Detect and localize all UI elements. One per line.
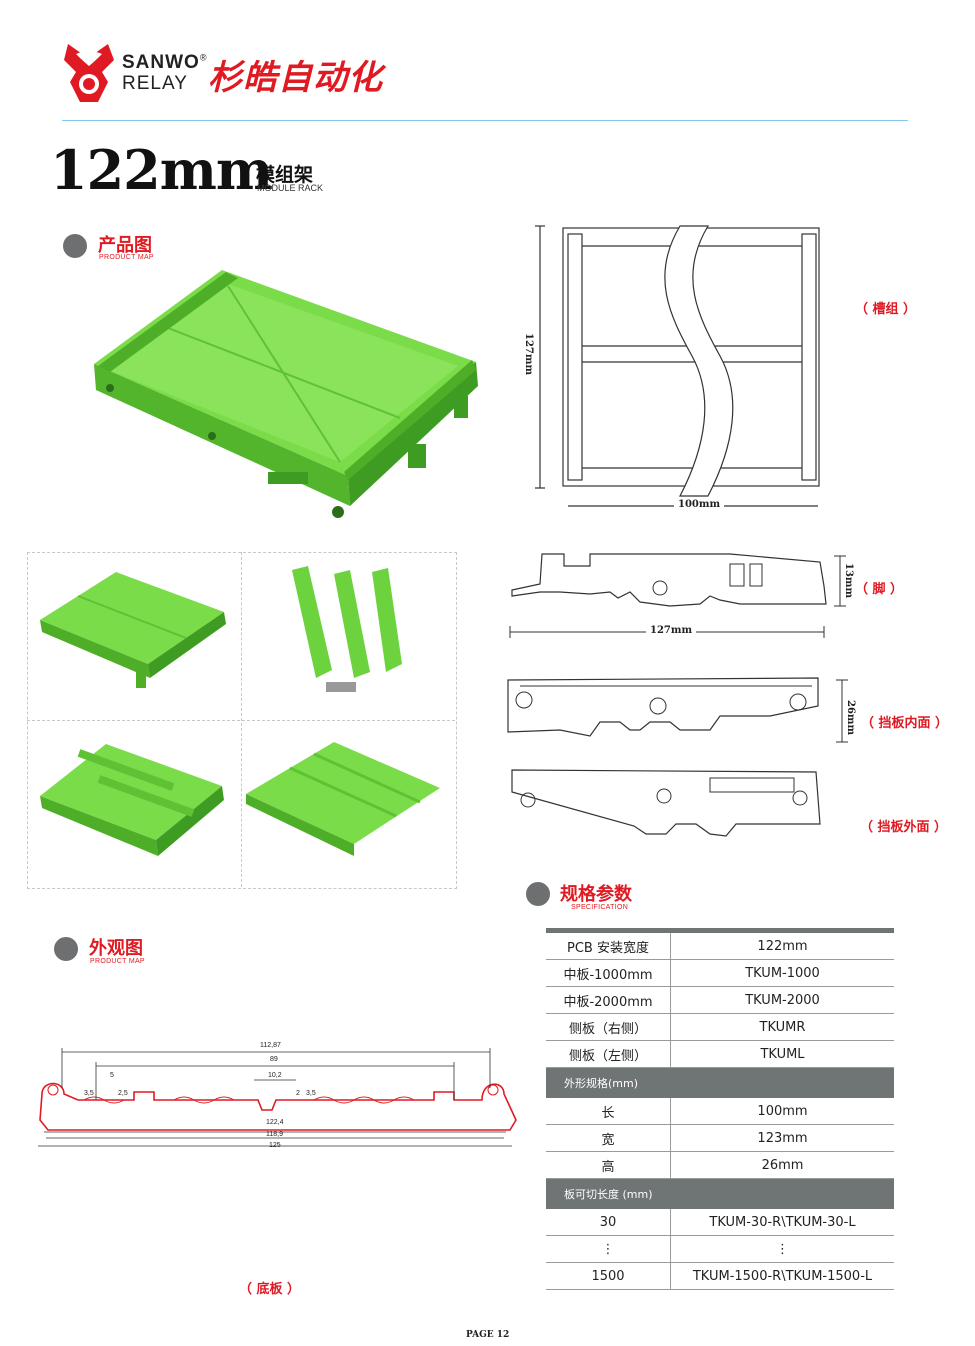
base-dim-9: 122,4 <box>266 1119 284 1126</box>
section-subtitle-spec: SPECIFICATION <box>571 904 629 911</box>
page-title-en: MODULE RACK <box>257 183 324 193</box>
foot-drawing <box>509 553 846 638</box>
grid-divider-v <box>241 552 242 887</box>
brand-name-line1: SANWO® <box>122 52 208 73</box>
section-title-product-map: 产品图 <box>98 235 152 256</box>
section-subtitle-appearance: PRODUCT MAP <box>90 958 145 965</box>
base-label: （ 底板 ） <box>239 1282 301 1297</box>
base-dim-4: 5 <box>110 1072 114 1079</box>
inner-plate-drawing <box>507 677 848 743</box>
base-dim-1: 112,87 <box>260 1042 281 1049</box>
header-rule <box>62 120 908 121</box>
foot-label: （ 脚 ） <box>855 582 904 597</box>
base-dim-2: 89 <box>270 1056 278 1063</box>
base-dim-7: 2 <box>296 1090 300 1097</box>
page-number: PAGE 12 <box>466 1330 510 1340</box>
page-title-cn: 模组架 <box>256 164 314 186</box>
table-group-header: 板可切长度 (mm) <box>546 1178 894 1209</box>
foot-width-dim: 127mm <box>646 625 697 636</box>
photo-assembled-rack <box>40 744 224 856</box>
outer-plate-label: （ 挡板外面 ） <box>860 820 948 835</box>
brand-name-line2: RELAY <box>122 73 188 94</box>
table-row: ⋮⋮ <box>546 1235 894 1263</box>
base-dim-6: 2,5 <box>118 1090 128 1097</box>
frame-height-dim: 127mm <box>523 333 534 376</box>
frame-label: （ 槽组 ） <box>855 302 917 317</box>
module-rack-product-image <box>94 270 478 518</box>
base-dim-11: 125 <box>269 1142 281 1149</box>
base-dim-3: 10,2 <box>268 1072 282 1079</box>
section-bullet-icon <box>526 882 550 906</box>
section-title-spec: 规格参数 <box>560 884 632 905</box>
section-bullet-icon <box>63 234 87 258</box>
page-title: 122mm <box>50 138 273 202</box>
outer-plate-drawing <box>511 769 821 837</box>
base-dim-5: 3,5 <box>84 1090 94 1097</box>
inner-plate-label: （ 挡板内面 ） <box>861 716 949 731</box>
section-bullet-icon <box>54 937 78 961</box>
grid-divider-h <box>27 720 455 721</box>
section-subtitle-product-map: PRODUCT MAP <box>99 254 154 261</box>
inner-height-dim: 26mm <box>845 700 856 736</box>
photo-rail-profile <box>246 742 440 856</box>
sanwo-logo-icon <box>64 44 114 102</box>
foot-height-dim: 13mm <box>843 563 854 599</box>
frame-width-dim: 100mm <box>674 499 725 510</box>
photo-side-plates <box>292 566 402 692</box>
base-dim-8: 3,5 <box>306 1090 316 1097</box>
section-title-appearance: 外观图 <box>89 938 143 959</box>
brand-name-cn: 杉皓自动化 <box>208 58 383 98</box>
photo-base-plate <box>40 572 226 688</box>
base-dim-10: 118,9 <box>266 1131 283 1138</box>
table-row: 侧板（右侧）TKUMR <box>546 1013 894 1041</box>
table-group-header: 外形规格(mm) <box>546 1067 894 1098</box>
frame-drawing <box>535 225 820 507</box>
base-profile-drawing <box>38 1048 517 1147</box>
table-row: 侧板（左侧）TKUML <box>546 1040 894 1068</box>
